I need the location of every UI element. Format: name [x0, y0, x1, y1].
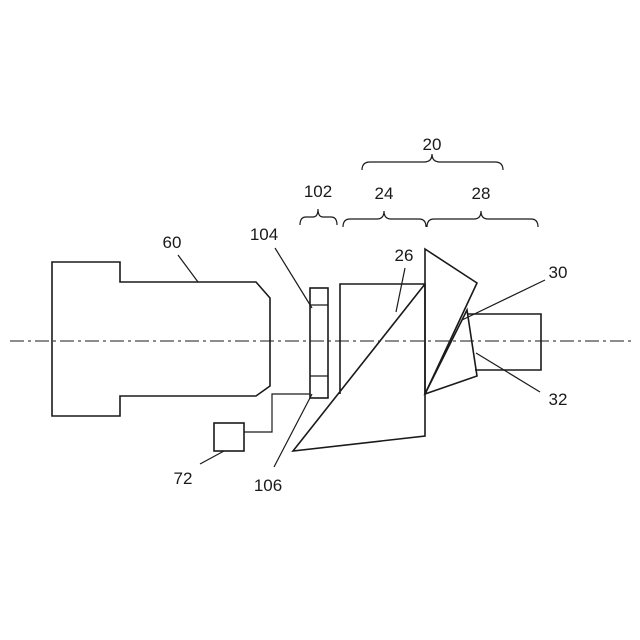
label-32: 32 [549, 390, 568, 409]
leader-32 [476, 353, 540, 392]
label-20: 20 [423, 135, 442, 154]
leader-60 [178, 255, 198, 282]
label-106: 106 [254, 476, 282, 495]
label-104: 104 [250, 225, 278, 244]
label-72: 72 [174, 469, 193, 488]
label-102: 102 [304, 182, 332, 201]
leader-104 [275, 248, 312, 308]
output-tube [467, 314, 541, 370]
prism-32 [425, 310, 477, 394]
brace-20 [362, 154, 503, 170]
leader-26 [396, 268, 405, 312]
label-30: 30 [549, 263, 568, 282]
brace-24 [343, 211, 426, 227]
brace-102 [300, 209, 337, 225]
camera-body [52, 262, 270, 416]
controller-box [214, 423, 244, 451]
label-60: 60 [163, 233, 182, 252]
label-24: 24 [375, 184, 394, 203]
filter-element [310, 288, 328, 398]
leader-106 [274, 394, 312, 467]
prism-section-24 [293, 284, 425, 451]
leader-72 [200, 451, 224, 464]
brace-28 [427, 211, 538, 227]
label-28: 28 [472, 184, 491, 203]
controller-cable [244, 394, 310, 432]
label-26: 26 [395, 246, 414, 265]
